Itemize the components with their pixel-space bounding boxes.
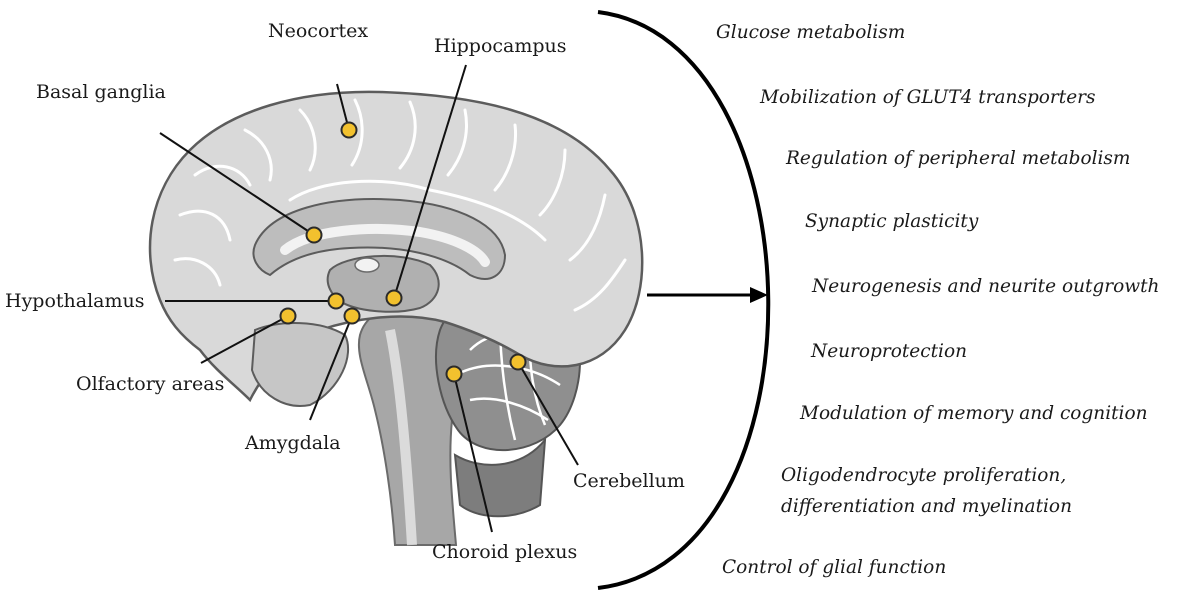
function-item: Synaptic plasticity	[805, 211, 979, 232]
function-item-continued: differentiation and myelination	[781, 496, 1072, 517]
function-item: Mobilization of GLUT4 transporters	[759, 87, 1096, 108]
function-item: Oligodendrocyte proliferation,	[781, 465, 1066, 486]
marker-hippocampus	[387, 291, 402, 306]
marker-basal-ganglia	[307, 228, 322, 243]
marker-olfactory	[281, 309, 296, 324]
function-item: Neurogenesis and neurite outgrowth	[811, 276, 1159, 297]
label-hypothalamus: Hypothalamus	[5, 290, 145, 312]
marker-hypothalamus	[329, 294, 344, 309]
function-item: Control of glial function	[722, 557, 946, 578]
marker-cerebellum	[511, 355, 526, 370]
function-list: Glucose metabolism Mobilization of GLUT4…	[716, 22, 1159, 578]
marker-choroid-plexus	[447, 367, 462, 382]
label-amygdala: Amygdala	[244, 432, 341, 454]
label-choroid-plexus: Choroid plexus	[432, 541, 577, 563]
function-item: Glucose metabolism	[716, 22, 905, 43]
label-neocortex: Neocortex	[268, 20, 368, 42]
label-basal-ganglia: Basal ganglia	[36, 81, 166, 103]
label-hippocampus: Hippocampus	[434, 35, 567, 57]
marker-amygdala	[345, 309, 360, 324]
marker-neocortex	[342, 123, 357, 138]
brain-illustration	[150, 92, 642, 545]
function-item: Neuroprotection	[810, 341, 967, 362]
label-olfactory-areas: Olfactory areas	[76, 373, 224, 395]
function-item: Regulation of peripheral metabolism	[785, 148, 1130, 169]
arrow	[647, 287, 768, 303]
function-item: Modulation of memory and cognition	[799, 403, 1148, 424]
label-cerebellum: Cerebellum	[573, 470, 685, 492]
